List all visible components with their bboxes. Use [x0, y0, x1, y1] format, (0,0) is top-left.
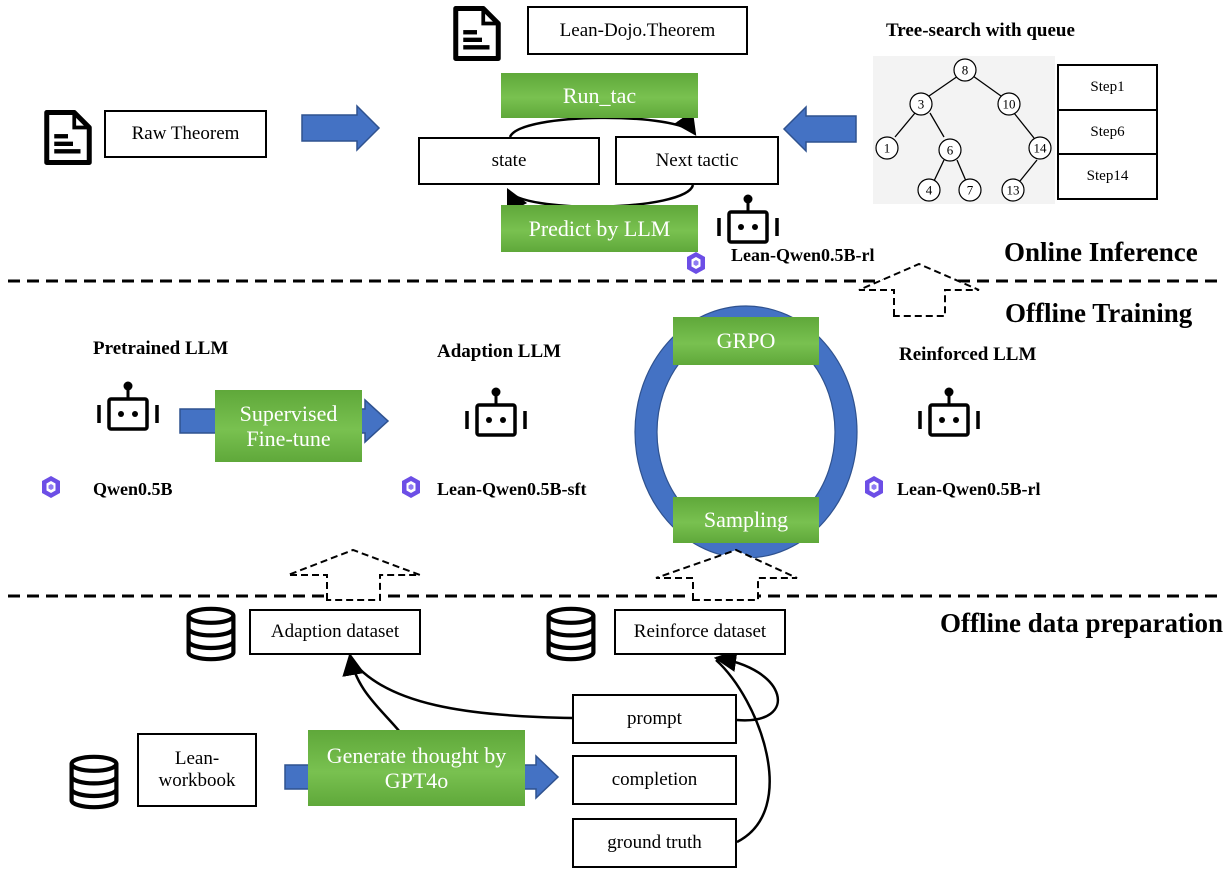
qwen-logo-icon — [42, 476, 60, 498]
lean-workbook-box: Lean-workbook — [137, 733, 257, 807]
queue-item: Step6 — [1057, 109, 1158, 155]
adaption-model-label: Lean-Qwen0.5B-sft — [437, 479, 587, 499]
prompt-box: prompt — [572, 694, 737, 744]
qwen-logo-icon — [687, 252, 705, 274]
arrow-raw-to-dojo — [301, 104, 381, 152]
tree-node-label: 10 — [1003, 97, 1016, 112]
arrow-tree-to-dojo — [782, 105, 857, 153]
queue-item: Step1 — [1057, 64, 1158, 111]
tree-node-label: 1 — [884, 141, 891, 156]
robot-icon — [717, 194, 779, 244]
robot-icon — [465, 387, 527, 437]
document-icon — [44, 110, 92, 165]
robot-icon — [97, 381, 159, 431]
tree-nodes — [875, 58, 1052, 202]
offline-data-preparation-label: Offline data preparation — [940, 608, 1223, 638]
queue-item: Step14 — [1057, 153, 1158, 200]
qwen-logo-icon — [865, 476, 883, 498]
tree-node-label: 14 — [1034, 141, 1048, 156]
state-box: state — [418, 137, 600, 185]
grpo-box: GRPO — [673, 317, 819, 365]
pretrained-llm-title: Pretrained LLM — [93, 338, 229, 359]
qwen-logo-icon — [402, 476, 420, 498]
tree-node-label: 3 — [918, 97, 925, 112]
raw-theorem-box: Raw Theorem — [104, 110, 267, 158]
tree-node-label: 13 — [1007, 183, 1020, 198]
dashed-arrow-reinforce — [655, 548, 798, 601]
pretrained-model-label: Qwen0.5B — [93, 479, 173, 499]
reinforced-llm-title: Reinforced LLM — [899, 344, 1037, 365]
sampling-box: Sampling — [673, 497, 819, 543]
adaption-dataset-box: Adaption dataset — [249, 609, 421, 655]
tree-node-label: 6 — [947, 143, 954, 158]
loop-arrow-top — [508, 110, 697, 138]
offline-training-label: Offline Training — [1005, 298, 1193, 328]
document-icon — [453, 6, 501, 61]
run-tac-box: Run_tac — [501, 73, 698, 118]
adaption-llm-title: Adaption LLM — [437, 341, 562, 362]
ground-truth-box: ground truth — [572, 818, 737, 868]
tree-search-title: Tree-search with queue — [886, 20, 1075, 41]
tree-node-label: 4 — [926, 183, 933, 198]
dashed-arrow-adaption — [287, 548, 421, 601]
predict-by-llm-box: Predict by LLM — [501, 205, 698, 252]
database-icon — [69, 754, 119, 810]
lean-dojo-box: Lean-Dojo.Theorem — [527, 6, 748, 55]
reinforce-dataset-box: Reinforce dataset — [614, 609, 786, 655]
connector-thought-to-adaption — [342, 652, 401, 733]
dashed-arrow-online — [858, 262, 980, 317]
connector-truth-to-reinforce — [715, 659, 771, 844]
database-icon — [546, 606, 596, 662]
tree-node-label: 8 — [962, 63, 969, 78]
next-tactic-box: Next tactic — [615, 136, 779, 185]
database-icon — [186, 606, 236, 662]
generate-thought-box: Generate thought by GPT4o — [308, 730, 525, 806]
supervised-finetune-box: Supervised Fine-tune — [215, 390, 362, 462]
loop-arrow-bottom — [506, 184, 695, 214]
completion-box: completion — [572, 755, 737, 805]
online-inference-label: Online Inference — [1004, 237, 1198, 267]
tree-node-label: 7 — [967, 183, 974, 198]
robot-icon — [918, 387, 980, 437]
reinforced-model-label: Lean-Qwen0.5B-rl — [897, 479, 1041, 499]
connector-prompt-to-adaption — [348, 657, 574, 720]
online-model-label: Lean-Qwen0.5B-rl — [731, 245, 875, 265]
